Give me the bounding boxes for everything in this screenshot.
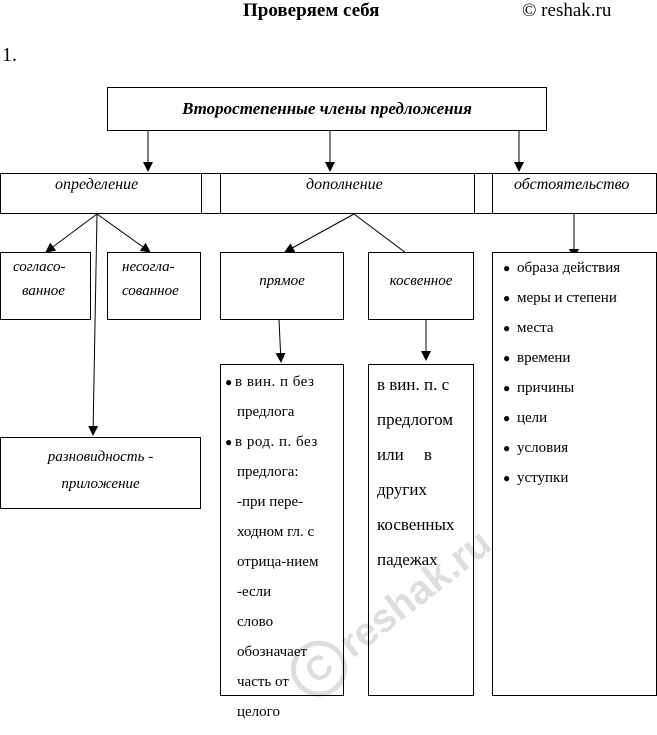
obstoyatelstvo-item-label: образа действия	[517, 260, 621, 276]
obstoyatelstvo-item: ● уступки	[503, 463, 652, 493]
kosvennoe-detail-text: падежах	[377, 550, 438, 569]
obstoyatelstvo-item: ● причины	[503, 373, 652, 403]
soglasovannoe-line2: ванное	[22, 283, 65, 299]
soglasovannoe-box: согласо- ванное	[0, 252, 91, 320]
bullet-icon: ●	[503, 471, 511, 485]
category-divider	[492, 173, 493, 214]
category-divider	[474, 173, 475, 214]
pryamoe-detail-text: в вин. п без	[235, 374, 315, 390]
obstoyatelstvo-item-label: места	[517, 320, 554, 336]
kosvennoe-detail-text: или в	[377, 445, 432, 464]
category-divider	[201, 173, 202, 214]
pryamoe-detail-text: отрица-нием	[237, 554, 319, 570]
obstoyatelstvo-item: ● меры и степени	[503, 283, 652, 313]
bullet-icon: ●	[503, 411, 511, 425]
obstoyatelstvo-item: ● образа действия	[503, 253, 652, 283]
pryamoe-detail-text: предлога	[237, 404, 295, 420]
category-divider	[220, 173, 221, 214]
bullet-icon: ●	[503, 261, 511, 275]
bullet-icon: ●	[503, 441, 511, 455]
pryamoe-label: прямое	[259, 273, 305, 289]
obstoyatelstvo-item: ● времени	[503, 343, 652, 373]
obstoyatelstvo-item-label: уступки	[517, 470, 569, 486]
pryamoe-detail-text: -при пере-	[237, 494, 304, 510]
pryamoe-detail-text: -если слово	[237, 584, 274, 630]
category-row	[0, 173, 657, 214]
category-opredelenie: определение	[55, 176, 139, 193]
kosvennoe-detail-text: других	[377, 480, 427, 499]
obstoyatelstvo-item-label: времени	[517, 350, 571, 366]
prilozhenie-line2: приложение	[61, 476, 140, 492]
bullet-icon: ●	[503, 321, 511, 335]
pryamoe-detail-item: ● в род. п. без	[225, 427, 337, 457]
pryamoe-box: прямое	[220, 252, 344, 320]
obstoyatelstvo-item: ● условия	[503, 433, 652, 463]
kosvennoe-detail-text: предлогом	[377, 410, 454, 429]
obstoyatelstvo-item-label: условия	[517, 440, 569, 456]
pryamoe-details-box: ● в вин. п без предлога ● в род. п. без …	[220, 364, 344, 720]
pryamoe-detail-text: в род. п. без	[235, 434, 318, 450]
kosvennoe-label: косвенное	[389, 273, 453, 289]
category-dopolnenie: дополнение	[306, 176, 383, 193]
obstoyatelstvo-list-box: ●образа действия ●меры и степени ●места …	[492, 252, 657, 696]
soglasovannoe-line1: согласо-	[13, 259, 66, 275]
pryamoe-detail-text: предлога:	[237, 464, 299, 480]
obstoyatelstvo-item-label: причины	[517, 380, 575, 396]
pryamoe-detail-text: ходном гл. с	[237, 524, 315, 540]
copyright-label: © reshak.ru	[522, 0, 612, 21]
task-number: 1.	[2, 44, 17, 66]
obstoyatelstvo-item: ● места	[503, 313, 652, 343]
prilozhenie-box: разновидность - приложение	[0, 437, 201, 509]
kosvennoe-detail-text: в вин. п. с	[377, 375, 450, 394]
bullet-icon: ●	[503, 351, 511, 365]
bullet-icon: ●	[503, 381, 511, 395]
nesoglasovannoe-line1: несогла-	[122, 259, 175, 275]
obstoyatelstvo-item-label: цели	[517, 410, 548, 426]
kosvennoe-box: косвенное	[368, 252, 474, 320]
kosvennoe-detail-text: косвенных	[377, 515, 455, 534]
root-box: Второстепенные члены предложения	[107, 87, 547, 131]
category-obstoyatelstvo: обстоятельство	[514, 176, 630, 193]
kosvennoe-details-box: в вин. п. с предлогом или в других косве…	[368, 364, 474, 696]
pryamoe-detail-item: ● в вин. п без	[225, 367, 337, 397]
nesoglasovannoe-box: несогла- сованное	[107, 252, 201, 320]
obstoyatelstvo-item: ● цели	[503, 403, 652, 433]
pryamoe-detail-text: обозначает	[237, 644, 308, 660]
bullet-icon: ●	[225, 375, 233, 389]
nesoglasovannoe-line2: сованное	[122, 283, 179, 299]
page-title: Проверяем себя	[243, 0, 380, 21]
bullet-icon: ●	[225, 435, 233, 449]
prilozhenie-line1: разновидность -	[47, 449, 154, 465]
bullet-icon: ●	[503, 291, 511, 305]
pryamoe-detail-text: часть от	[237, 674, 289, 690]
obstoyatelstvo-item-label: меры и степени	[517, 290, 617, 306]
root-label: Второстепенные члены предложения	[182, 99, 472, 118]
